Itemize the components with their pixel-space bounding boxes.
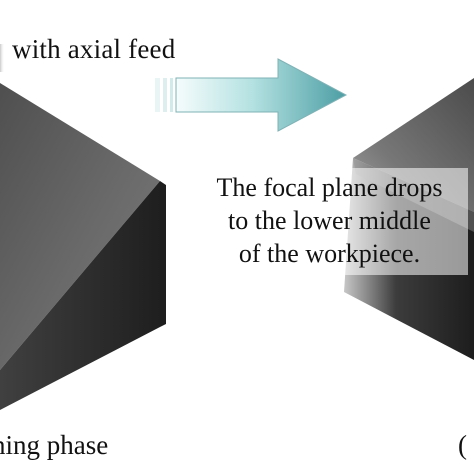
- transition-arrow: [155, 58, 348, 132]
- focal-plane-label: The focal plane drops to the lower middl…: [192, 171, 467, 270]
- phase-label: ning phase: [0, 430, 109, 460]
- focal-plane-line-2: to the lower middle: [228, 206, 431, 235]
- left-block-top-face: [0, 83, 160, 370]
- left-workpiece: [0, 44, 166, 410]
- left-block-edge: [160, 181, 166, 327]
- subfigure-label: (: [458, 430, 467, 460]
- left-label-shadow: [0, 44, 10, 72]
- axial-feed-label: with axial feed: [12, 34, 176, 64]
- arrow-stripe-1: [155, 78, 160, 112]
- arrow-body: [175, 58, 348, 132]
- arrow-stripe-2: [163, 78, 167, 112]
- arrow-stripe-3: [170, 78, 173, 112]
- left-block-front-face: [0, 181, 160, 410]
- focal-plane-line-3: of the workpiece.: [238, 239, 421, 268]
- focal-label-backdrop: [196, 168, 468, 275]
- focal-plane-line-1: The focal plane drops: [216, 173, 443, 202]
